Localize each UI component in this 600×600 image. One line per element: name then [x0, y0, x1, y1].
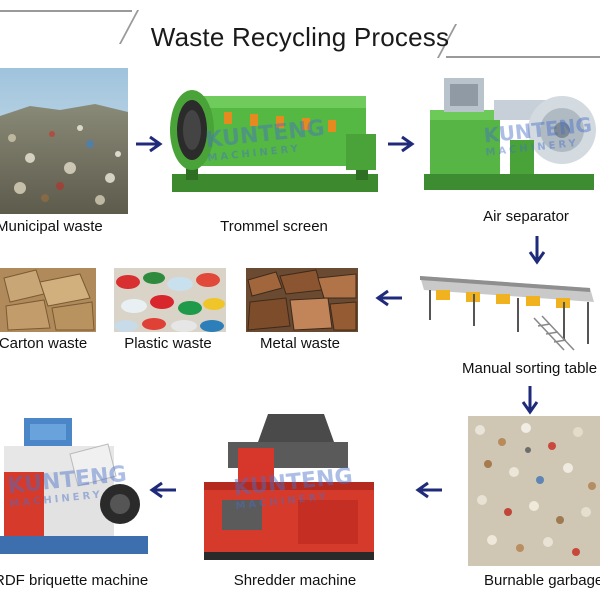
arrow-left-icon — [149, 481, 176, 499]
municipal-waste-image — [0, 68, 128, 214]
page-title: Waste Recycling Process — [150, 22, 450, 52]
trommel-screen-image: KUNTENG MACHINERY — [166, 74, 386, 200]
arrow-right-icon — [388, 135, 415, 153]
air-separator-image: KUNTENG MACHINERY — [414, 70, 600, 198]
carton-waste-image — [0, 268, 96, 332]
plastic-waste-label: Plastic waste — [124, 335, 212, 352]
frame-line-top-right — [446, 56, 600, 58]
arrow-left-icon — [375, 289, 402, 307]
rdf-briquette-machine-label: RDF briquette machine — [0, 572, 149, 589]
air-separator-label: Air separator — [483, 208, 569, 225]
burnable-garbage-label: Burnable garbage — [484, 572, 600, 589]
arrow-right-icon — [136, 135, 163, 153]
arrow-left-icon — [415, 481, 442, 499]
trommel-screen-label: Trommel screen — [220, 218, 328, 235]
rdf-briquette-machine-image: KUNTENG MACHINERY — [0, 416, 150, 564]
metal-waste-image — [246, 268, 358, 332]
plastic-waste-image — [114, 268, 226, 332]
manual-sorting-table-image — [414, 262, 600, 354]
arrow-down-icon — [521, 386, 539, 415]
shredder-machine-image: KUNTENG MACHINERY — [198, 412, 384, 564]
burnable-garbage-image — [468, 416, 600, 566]
frame-line-top-left — [0, 10, 132, 12]
manual-sorting-table-label: Manual sorting table — [462, 360, 598, 377]
arrow-down-icon — [528, 236, 546, 265]
shredder-machine-label: Shredder machine — [233, 572, 357, 589]
municipal-waste-label: Municipal waste — [0, 218, 103, 235]
carton-waste-label: Carton waste — [0, 335, 88, 352]
metal-waste-label: Metal waste — [259, 335, 341, 352]
